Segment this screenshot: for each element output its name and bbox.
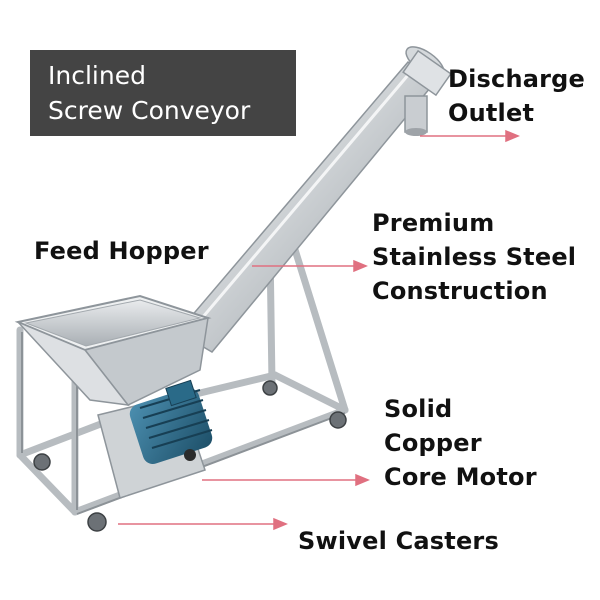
label-stainless-steel: Premium Stainless Steel Construction: [372, 209, 577, 305]
arrow-casters: [118, 517, 288, 531]
callout-arrows: [118, 129, 520, 531]
title-line-1: Inclined: [48, 61, 146, 90]
motor: [97, 379, 213, 499]
arrow-discharge: [420, 129, 520, 143]
feed-hopper: [14, 294, 212, 406]
label-swivel-casters: Swivel Casters: [298, 527, 499, 555]
arrow-motor: [202, 473, 370, 487]
title-line-2: Screw Conveyor: [48, 96, 251, 125]
label-motor: Solid Copper Core Motor: [384, 395, 537, 491]
casters: [33, 380, 347, 532]
label-discharge-outlet: Discharge Outlet: [448, 65, 586, 127]
title-banner: Inclined Screw Conveyor: [30, 50, 296, 136]
discharge-head: [402, 46, 452, 136]
arrow-stainless: [252, 259, 368, 273]
label-feed-hopper: Feed Hopper: [34, 237, 209, 265]
